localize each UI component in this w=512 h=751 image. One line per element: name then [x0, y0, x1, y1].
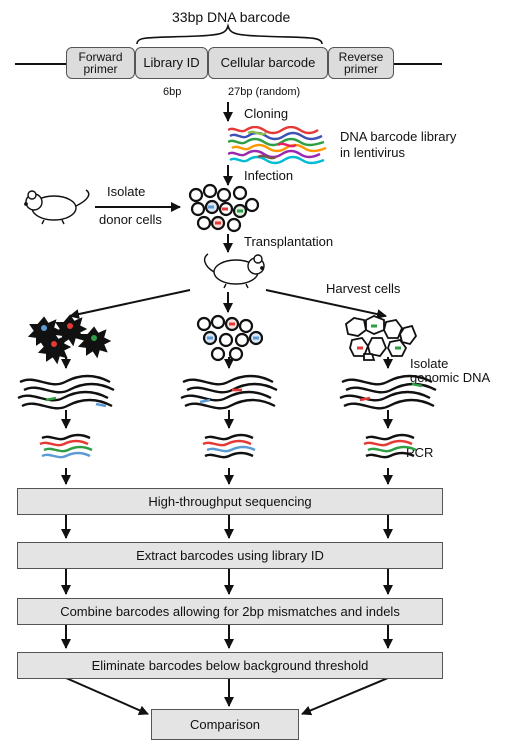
barcode-brace-icon — [136, 23, 323, 45]
segment-reverse-primer: Reverse primer — [328, 47, 394, 79]
infected-cells — [188, 183, 260, 233]
step-cloning: Cloning — [244, 106, 289, 121]
step-donor-cells: donor cells — [99, 212, 162, 227]
step-isolate-dna-line1: Isolate — [410, 356, 449, 371]
segment-library-id: Library ID — [135, 47, 208, 79]
arrow-icon — [301, 677, 389, 716]
harvest-cluster-2 — [196, 314, 264, 362]
mouse-icon — [203, 253, 265, 289]
box-comparison: Comparison — [151, 709, 299, 740]
segment-cellular-barcode: Cellular barcode — [208, 47, 328, 79]
step-isolate: Isolate — [107, 184, 146, 199]
box-combine: Combine barcodes allowing for 2bp mismat… — [17, 598, 443, 625]
cellular-barcode-length: 27bp (random) — [228, 86, 301, 98]
step-infection: Infection — [244, 168, 294, 183]
segment-forward-primer: Forward primer — [66, 47, 135, 79]
library-label-line1: DNA barcode library — [340, 129, 457, 144]
library-id-length: 6bp — [163, 86, 182, 98]
genomic-dna-graphic — [17, 374, 437, 459]
harvest-cluster-1 — [27, 314, 112, 365]
arrow-icon — [65, 677, 149, 715]
mouse-icon — [24, 189, 90, 225]
harvest-cluster-3 — [345, 315, 418, 361]
step-harvest-cells: Harvest cells — [326, 281, 401, 296]
arrow-icon — [69, 289, 191, 319]
box-eliminate: Eliminate barcodes below background thre… — [17, 652, 443, 679]
library-label-line2: in lentivirus — [340, 145, 406, 160]
box-extract: Extract barcodes using library ID — [17, 542, 443, 569]
arrow-icon — [265, 289, 387, 319]
barcode-title: 33bp DNA barcode — [172, 9, 291, 25]
box-sequencing: High-throughput sequencing — [17, 488, 443, 515]
step-transplantation: Transplantation — [244, 234, 334, 249]
barcode-library-graphic — [228, 126, 327, 165]
